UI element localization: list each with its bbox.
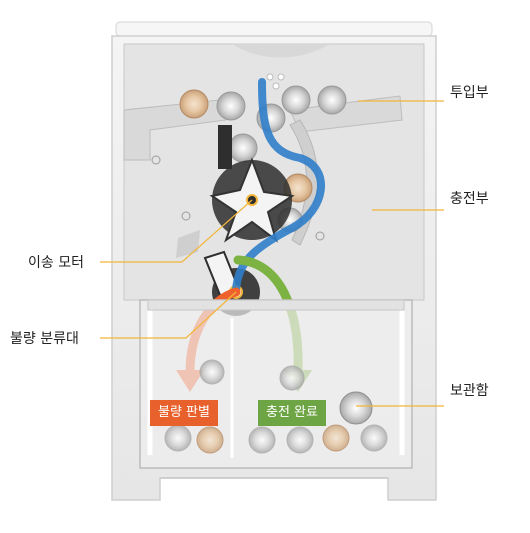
battery	[339, 391, 373, 425]
battery	[286, 426, 314, 454]
battery	[317, 85, 347, 115]
battery	[196, 426, 224, 454]
storage-drawer	[139, 299, 413, 469]
badge-charge-complete: 충전 완료	[258, 400, 326, 426]
label-charging-section: 충전부	[450, 191, 489, 207]
battery	[228, 133, 258, 163]
battery	[164, 424, 192, 452]
leader-lines	[100, 100, 444, 407]
badge-defect-judgment: 불량 판별	[150, 400, 218, 426]
label-input-section: 투입부	[450, 85, 489, 101]
battery	[179, 89, 209, 119]
battery	[248, 426, 276, 454]
battery	[199, 359, 225, 385]
battery	[216, 91, 246, 121]
battery	[360, 424, 388, 452]
label-transfer-motor: 이송 모터	[28, 255, 84, 271]
label-defect-sorter: 불량 분류대	[10, 331, 79, 347]
blue-input-path	[232, 78, 326, 294]
leader-motor	[100, 199, 253, 263]
input-batteries	[179, 73, 347, 233]
battery	[322, 424, 350, 452]
battery	[281, 85, 311, 115]
battery	[279, 365, 305, 391]
leader-sorter	[100, 291, 237, 339]
label-storage-box: 보관함	[450, 383, 489, 399]
